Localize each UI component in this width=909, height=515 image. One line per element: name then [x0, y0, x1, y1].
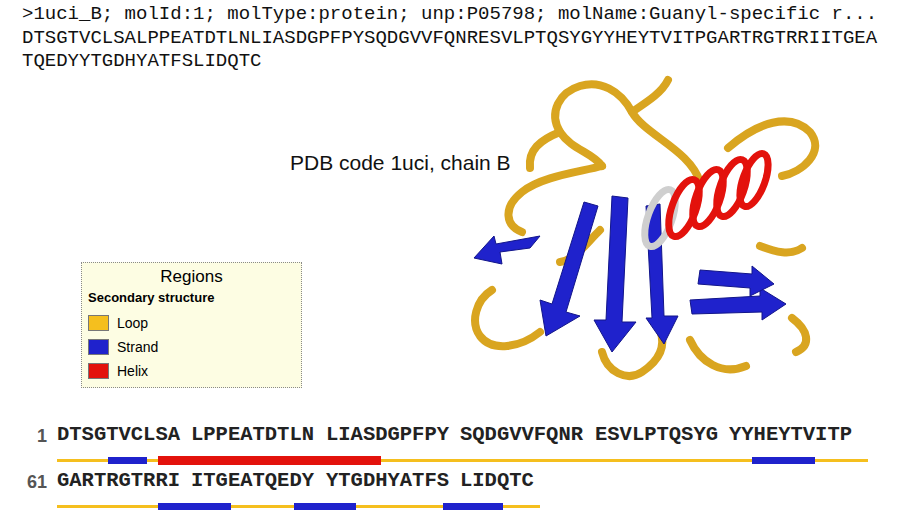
- sequence-block: SQDGVVFQNR: [460, 424, 583, 446]
- sequence-block: YTGDHYATFS: [326, 470, 449, 492]
- legend-text: Strand: [117, 339, 158, 355]
- sequence-block: LPPEATDTLN: [191, 424, 314, 446]
- legend-row: Helix: [88, 363, 295, 379]
- fasta-header: >1uci_B; molId:1; molType:protein; unp:P…: [22, 3, 877, 25]
- sequence-block: YYHEYTVITP: [729, 424, 852, 446]
- legend-box: RegionsSecondary structureLoopStrandHeli…: [81, 262, 302, 388]
- sequence-block: DTSGTVCLSA: [57, 424, 180, 446]
- sequence-block: GARTRGTRRI: [57, 470, 180, 492]
- residue-number: 1: [37, 425, 47, 447]
- secondary-structure-bar: [57, 456, 868, 510]
- sequence-line: TQEDYYTGDHYATFSLIDQTC: [22, 50, 261, 72]
- legend-row: Loop: [88, 315, 295, 331]
- structure-caption: PDB code 1uci, chain B: [290, 152, 511, 174]
- sequence-block: ITGEATQEDY: [191, 470, 314, 492]
- sequence-line: DTSGTVCLSALPPEATDTLNLIASDGPFPYSQDGVVFQNR…: [22, 27, 877, 49]
- legend-swatch: [88, 315, 109, 331]
- legend-subtitle: Secondary structure: [88, 289, 295, 307]
- legend-title: Regions: [88, 267, 295, 287]
- legend-swatch: [88, 339, 109, 355]
- residue-number: 61: [27, 471, 47, 493]
- legend-swatch: [88, 363, 109, 379]
- sequence-block: ESVLPTQSYG: [595, 424, 718, 446]
- sequence-block: LIDQTC: [460, 470, 534, 492]
- legend-row: Strand: [88, 339, 295, 355]
- legend-text: Helix: [117, 363, 148, 379]
- legend-text: Loop: [117, 315, 148, 331]
- sequence-block: LIASDGPFPY: [326, 424, 449, 446]
